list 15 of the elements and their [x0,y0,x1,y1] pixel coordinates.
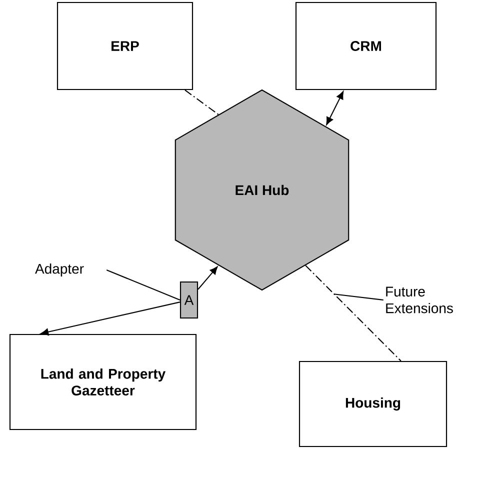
dash-dot-line [184,90,219,115]
dash-dot-line [305,265,402,362]
callout-label: Future Extensions [386,286,453,314]
hub-hexagon: EAI Hub [174,89,350,291]
process-box: Land and Property Gazetteer [9,334,197,430]
arrow [326,91,344,125]
process-box: CRM [295,2,437,90]
process-box: ERP [56,2,194,90]
leader-line [106,270,180,300]
adapter-box: A [180,281,198,319]
callout-label: Adapter [35,263,84,277]
arrow [198,266,218,290]
process-box: Housing [298,360,448,448]
leader-line [334,294,384,301]
arrow [40,302,180,336]
